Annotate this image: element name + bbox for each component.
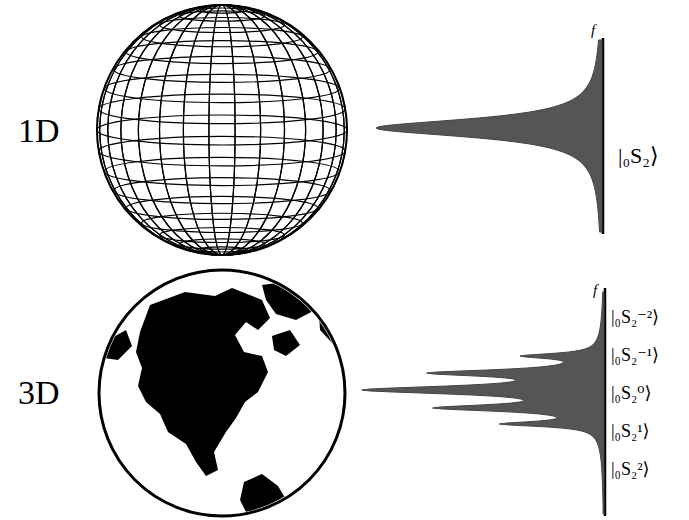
state-label: |₀S₂¹⟩ (611, 422, 650, 440)
state-label: |₀S₂⁻¹⟩ (611, 346, 659, 364)
state-label: |₀S₂²⟩ (611, 460, 650, 478)
state-label: |₀S₂⁰⟩ (611, 384, 651, 402)
earth-globe (99, 270, 346, 520)
axis-label: f (593, 283, 597, 298)
split-spectrum-peaks (362, 292, 604, 514)
row-label: 1D (18, 114, 60, 148)
wireframe-globe (97, 5, 347, 255)
axis-label: f (591, 23, 595, 38)
spectrum-peak (376, 40, 602, 232)
row-label: 3D (18, 376, 60, 410)
state-label: |₀S₂⟩ (618, 145, 659, 167)
state-label: |₀S₂⁻²⟩ (611, 308, 659, 326)
